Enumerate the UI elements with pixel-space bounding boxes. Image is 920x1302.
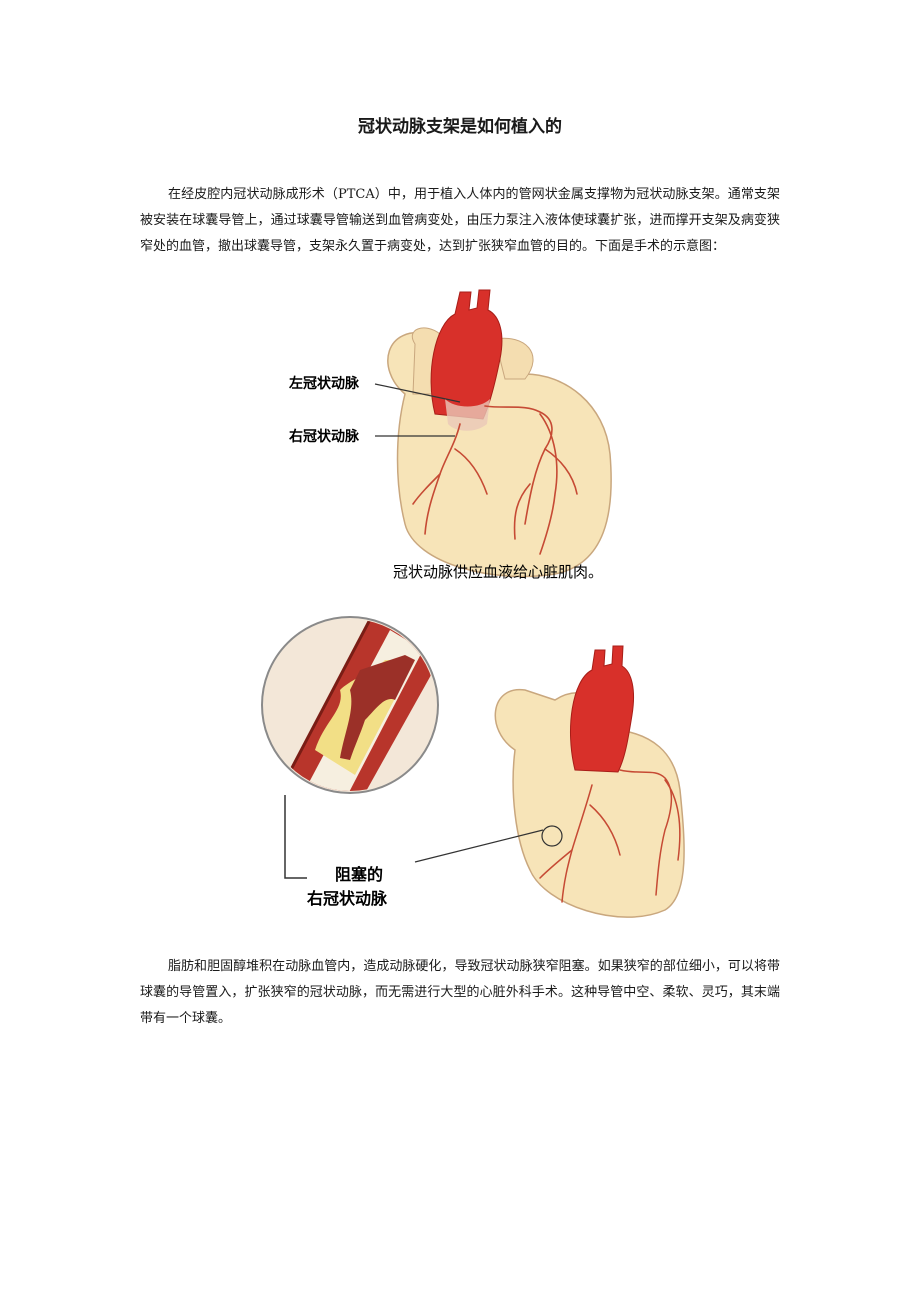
blockage-leader-line [414, 829, 544, 863]
small-heart [494, 645, 685, 918]
heart-diagram: 左冠状动脉 右冠状动脉 冠状动脉供应血液给心脏肌肉。 [288, 289, 612, 581]
heart-illustration-figure: 左冠状动脉 右冠状动脉 冠状动脉供应血液给心脏肌肉。 [255, 284, 635, 589]
blocked-artery-figure: 阻塞的 右冠状动脉 [255, 600, 695, 935]
aorta [430, 289, 503, 420]
blocked-label-line1: 阻塞的 [335, 865, 383, 884]
intro-paragraph: 在经皮腔内冠状动脉成形术（PTCA）中，用于植入人体内的管网状金属支撑物为冠状动… [140, 187, 780, 254]
blood-clot [340, 655, 415, 760]
left-coronary-label: 左冠状动脉 [288, 375, 360, 392]
blockage-marker [541, 825, 563, 847]
blocked-label-line2: 右冠状动脉 [307, 889, 388, 908]
bracket-line [284, 795, 307, 879]
heart-right-appendage [494, 337, 534, 380]
aorta-root [445, 399, 490, 431]
closing-paragraph: 脂肪和胆固醇堆积在动脉血管内，造成动脉硬化，导致冠状动脉狭窄阻塞。如果狭窄的部位… [140, 959, 780, 1026]
figure1-caption: 冠状动脉供应血液给心脏肌肉。 [393, 563, 603, 581]
coronary-arteries [412, 405, 578, 555]
left-coronary-leader-line [374, 383, 461, 403]
page-title: 冠状动脉支架是如何植入的 [358, 117, 562, 137]
blocked-artery-diagram: 阻塞的 右冠状动脉 [261, 616, 685, 918]
right-coronary-label: 右冠状动脉 [288, 428, 360, 445]
